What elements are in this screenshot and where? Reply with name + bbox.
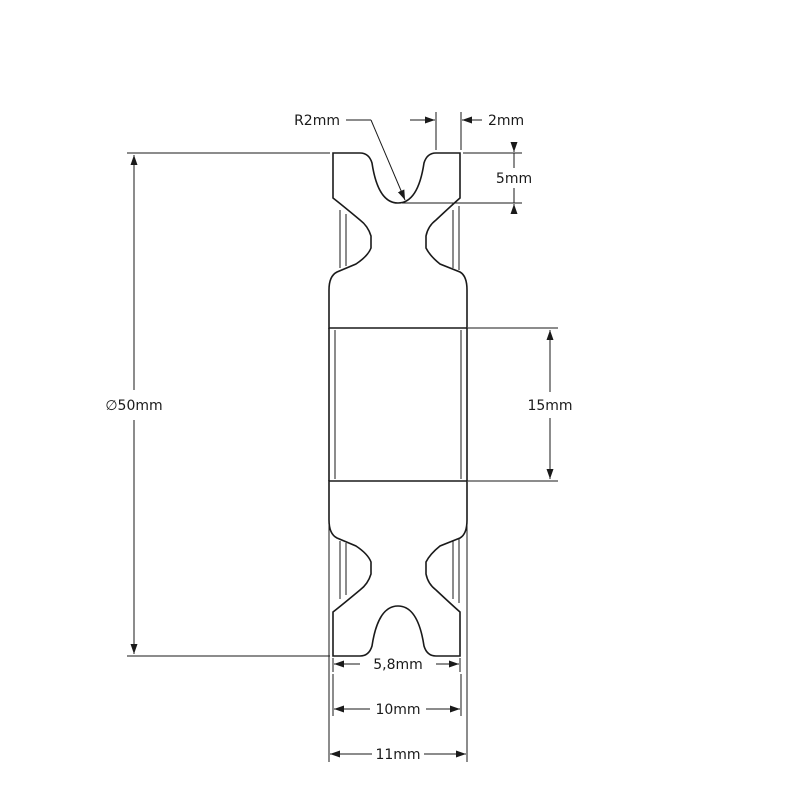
groove-radius-leader: R2mm: [294, 113, 406, 201]
groove-opening-width-label: 5,8mm: [373, 657, 423, 673]
lower-left-cavity: [339, 541, 347, 599]
hub-width-dimension: 11mm: [328, 483, 468, 763]
groove-depth-label: 5mm: [496, 171, 532, 187]
groove-opening-width-dimension: 5,8mm: [332, 657, 461, 673]
bore-diameter-dimension: 15mm: [468, 327, 573, 482]
pulley-cross-section: [328, 152, 468, 657]
lower-hatched-section: [328, 480, 468, 657]
groove-bottom-width-dimension: 2mm: [410, 112, 524, 150]
groove-bottom-width-label: 2mm: [488, 113, 524, 129]
upper-left-cavity: [339, 210, 347, 268]
groove-radius-label: R2mm: [294, 113, 340, 129]
outer-diameter-dimension: ∅50mm: [105, 152, 330, 657]
hub-width-label: 11mm: [375, 747, 420, 763]
upper-hatched-section: [328, 152, 468, 329]
rim-width-dimension: 10mm: [332, 674, 462, 718]
rim-width-label: 10mm: [375, 702, 420, 718]
bore-diameter-label: 15mm: [527, 398, 572, 414]
bore: [328, 328, 468, 481]
groove-depth-dimension: 5mm: [402, 142, 532, 214]
lower-right-cavity: [452, 539, 460, 603]
outer-diameter-label: ∅50mm: [105, 398, 162, 414]
upper-right-cavity: [452, 206, 460, 270]
